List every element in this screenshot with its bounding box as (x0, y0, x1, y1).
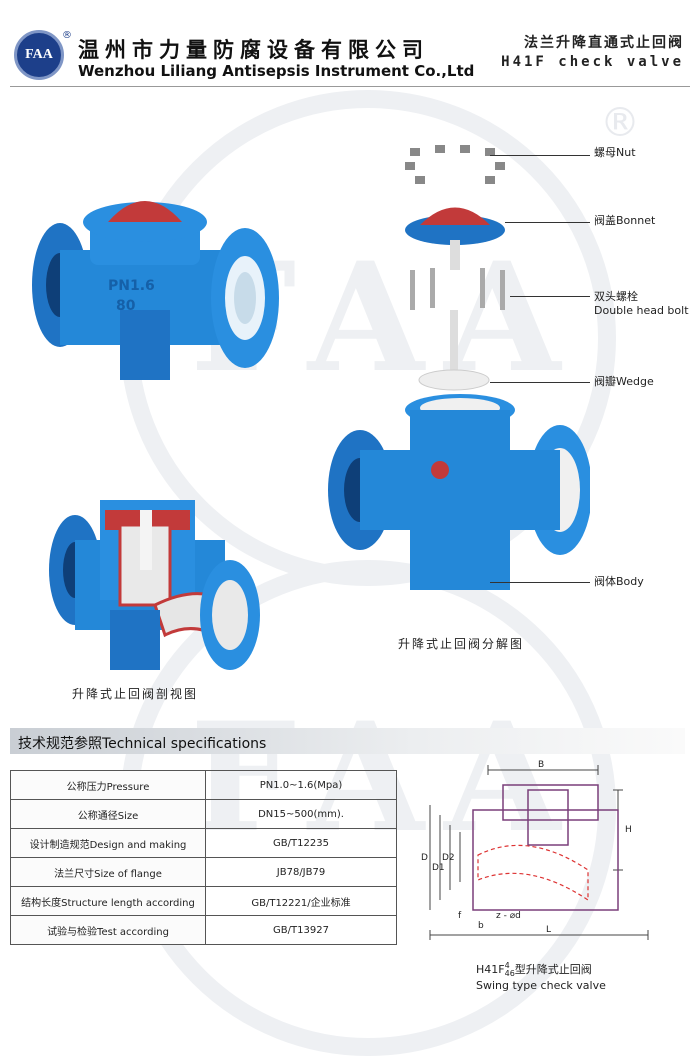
leader-nut (490, 155, 590, 156)
spec-value: GB/T12221/企业标准 (205, 886, 397, 916)
spec-header-bar (10, 728, 685, 754)
dim-b: b (478, 921, 484, 931)
section-view-caption: 升降式止回阀剖视图 (72, 687, 199, 701)
part-label-bolt: 双头螺栓 Double head bolt (594, 290, 689, 318)
spec-label: 公称通径Size (10, 799, 206, 829)
logo-text: FAA (25, 47, 53, 62)
product-title-en: H41F check valve (501, 54, 684, 70)
part-wedge-en: Wedge (616, 375, 654, 388)
sectional-valve-image (49, 500, 260, 670)
dim-B: B (538, 760, 544, 770)
spec-value: DN15~500(mm). (205, 799, 397, 829)
part-bolt-cn: 双头螺栓 (594, 290, 638, 303)
part-wedge-cn: 阀瓣 (594, 375, 616, 388)
leader-wedge (490, 382, 590, 383)
part-label-body: 阀体Body (594, 575, 644, 589)
spec-value: GB/T12235 (205, 828, 397, 858)
header-divider (10, 86, 690, 87)
part-body-cn: 阀体 (594, 575, 616, 588)
dim-z-d: z - ⌀d (496, 911, 521, 921)
spec-label: 公称压力Pressure (10, 770, 206, 800)
part-nut-cn: 螺母 (594, 146, 616, 159)
part-bonnet-cn: 阀盖 (594, 214, 616, 227)
spec-value: GB/T13927 (205, 915, 397, 945)
exploded-valve-image (328, 145, 590, 590)
dim-D2: D2 (442, 853, 455, 863)
spec-value: PN1.0~1.6(Mpa) (205, 770, 397, 800)
drawing-caption-en: Swing type check valve (476, 979, 606, 992)
spec-label: 试验与检验Test according (10, 915, 206, 945)
product-title-cn: 法兰升降直通式止回阀 (524, 35, 684, 51)
drawing-model-sub: 46 (504, 969, 515, 978)
part-nut-en: Nut (616, 146, 636, 159)
spec-value: JB78/JB79 (205, 857, 397, 887)
technical-drawing: B H D D1 D2 f b z - ⌀d L (421, 760, 649, 940)
part-label-nut: 螺母Nut (594, 146, 636, 160)
company-logo: FAA (14, 30, 64, 80)
drawing-model: H41F (476, 963, 505, 976)
dim-D: D (421, 853, 428, 863)
spec-label: 设计制造规范Design and making (10, 828, 206, 858)
casting-mark-size: 80 (116, 298, 136, 314)
watermark-reg-mark: ® (600, 100, 640, 146)
part-bolt-en: Double head bolt (594, 304, 689, 317)
leader-bonnet (505, 222, 590, 223)
part-label-wedge: 阀瓣Wedge (594, 375, 654, 389)
company-name-cn: 温州市力量防腐设备有限公司 (78, 38, 429, 62)
drawing-model-sup: 4 (504, 961, 510, 970)
logo-reg-mark: ® (62, 30, 72, 41)
part-bonnet-en: Bonnet (616, 214, 656, 227)
drawing-type-cn: 型升降式止回阀 (514, 963, 592, 976)
leader-body (490, 582, 590, 583)
part-label-bonnet: 阀盖Bonnet (594, 214, 655, 228)
casting-mark-pressure: PN1.6 (108, 278, 155, 294)
dim-D1: D1 (432, 863, 445, 873)
dim-L: L (546, 925, 551, 935)
assembled-valve-image: PN1.6 80 (32, 201, 279, 380)
dim-f: f (458, 911, 462, 921)
part-body-en: Body (616, 575, 644, 588)
leader-bolt (510, 296, 590, 297)
dim-H: H (625, 825, 632, 835)
spec-label: 法兰尺寸Size of flange (10, 857, 206, 887)
spec-title: 技术规范参照Technical specifications (18, 736, 267, 752)
exploded-view-caption: 升降式止回阀分解图 (398, 637, 525, 651)
company-name-en: Wenzhou Liliang Antisepsis Instrument Co… (78, 62, 475, 80)
spec-label: 结构长度Structure length according (10, 886, 206, 916)
